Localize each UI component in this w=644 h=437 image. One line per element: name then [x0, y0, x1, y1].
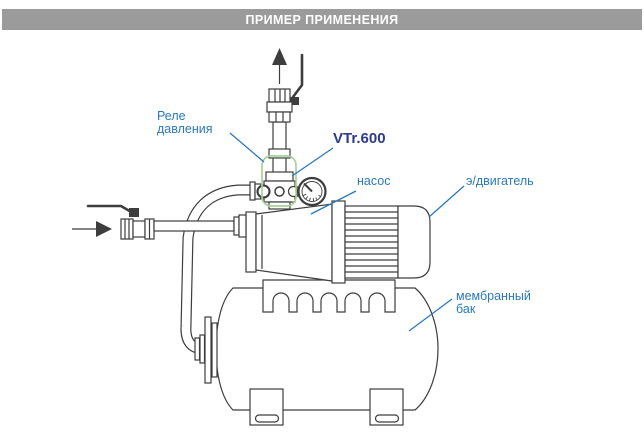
motor-flange-band: [331, 200, 346, 284]
motor-fins: [345, 211, 398, 273]
tank-foot-right: [369, 388, 404, 426]
pointer-motor: [428, 185, 465, 218]
tank-label: мембранный бак: [456, 289, 531, 317]
tank-flange: [194, 316, 218, 384]
model-label: VTr.600: [333, 130, 386, 147]
pressure-gauge: [296, 176, 327, 207]
outlet-pipe-union: [268, 148, 291, 159]
gauge-ticks: [302, 193, 321, 202]
pointer-tank: [408, 298, 453, 332]
motor-end-cap: [397, 205, 431, 279]
inlet-valve-handle: [86, 204, 135, 215]
pressure-switch-label: Реле давления: [157, 109, 213, 137]
pump-motor-assembly: [245, 200, 431, 284]
outlet-ball-valve: [266, 88, 293, 123]
label-pointer-lines: [229, 132, 465, 332]
pump-front-flange: [245, 211, 257, 273]
outlet-flow-arrow-icon: [272, 48, 287, 65]
tank-foot-left: [249, 388, 284, 426]
outlet-valve-handle: [291, 53, 304, 99]
page-title: ПРИМЕР ПРИМЕНЕНИЯ: [245, 12, 399, 27]
pump-label: насос: [357, 174, 391, 188]
membrane-tank: [215, 287, 439, 411]
pump-base-saddle: [262, 279, 396, 313]
header-bar: ПРИМЕР ПРИМЕНЕНИЯ: [2, 9, 642, 30]
suction-pipe: [153, 220, 235, 232]
inlet-flow-arrow-icon: [96, 221, 112, 237]
pointer-model: [291, 147, 334, 177]
inlet-assembly: [72, 204, 247, 240]
outlet-assembly: [266, 48, 304, 177]
motor-label: э/двигатель: [466, 174, 534, 188]
pump-casing: [255, 203, 333, 282]
gauge-needle: [303, 182, 313, 193]
five-way-fitting: [249, 171, 300, 210]
pointer-pressure-switch: [229, 132, 265, 163]
suction-pipe-union: [233, 214, 247, 238]
vtr600-highlight-box: [261, 155, 297, 207]
inlet-ball-valve: [120, 218, 155, 240]
pointer-pump: [310, 190, 357, 215]
